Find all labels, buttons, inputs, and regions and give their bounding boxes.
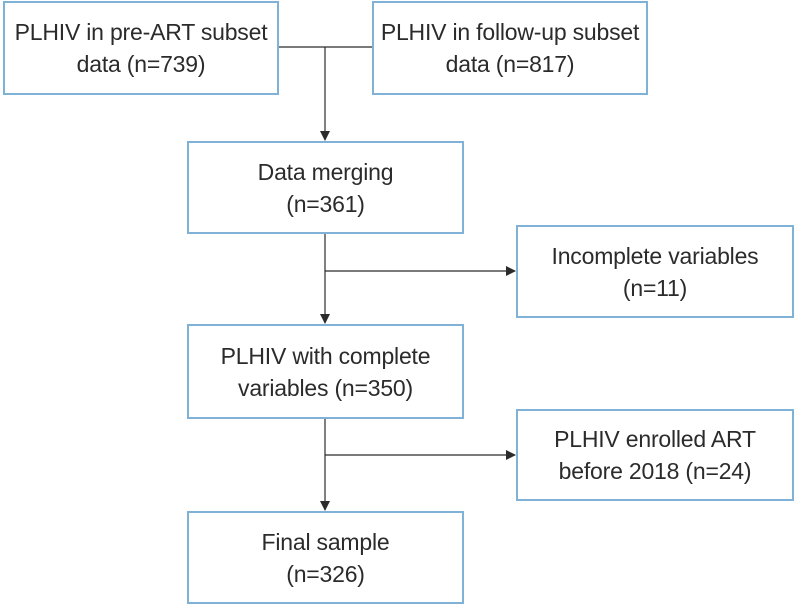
pre-art-subset-box: PLHIV in pre-ART subset data (n=739) — [3, 1, 279, 95]
complete-variables-line2: variables (n=350) — [238, 374, 413, 401]
data-merging-line2: (n=361) — [286, 190, 365, 217]
incomplete-variables-line2: (n=11) — [622, 274, 688, 301]
follow-up-subset-line1: PLHIV in follow-up subset — [380, 19, 640, 45]
enrolled-art-box: PLHIV enrolled ART before 2018 (n=24) — [516, 409, 794, 501]
incomplete-variables-line1: Incomplete variables — [551, 242, 759, 269]
data-merging-box: Data merging (n=361) — [187, 141, 464, 234]
data-merging-line1: Data merging — [257, 158, 394, 185]
complete-variables-box: PLHIV with complete variables (n=350) — [187, 324, 464, 419]
enrolled-art-line2: before 2018 (n=24) — [558, 458, 752, 484]
pre-art-subset-line2: data (n=739) — [76, 51, 206, 77]
incomplete-variables-box: Incomplete variables (n=11) — [516, 225, 794, 318]
follow-up-subset-box: PLHIV in follow-up subset data (n=817) — [372, 1, 648, 95]
final-sample-line1: Final sample — [261, 528, 390, 555]
final-sample-box: Final sample (n=326) — [187, 511, 464, 604]
complete-variables-line1: PLHIV with complete — [220, 342, 431, 369]
pre-art-subset-line1: PLHIV in pre-ART subset — [14, 19, 268, 45]
enrolled-art-line1: PLHIV enrolled ART — [554, 426, 756, 452]
follow-up-subset-line2: data (n=817) — [445, 51, 575, 77]
final-sample-line2: (n=326) — [286, 560, 365, 587]
